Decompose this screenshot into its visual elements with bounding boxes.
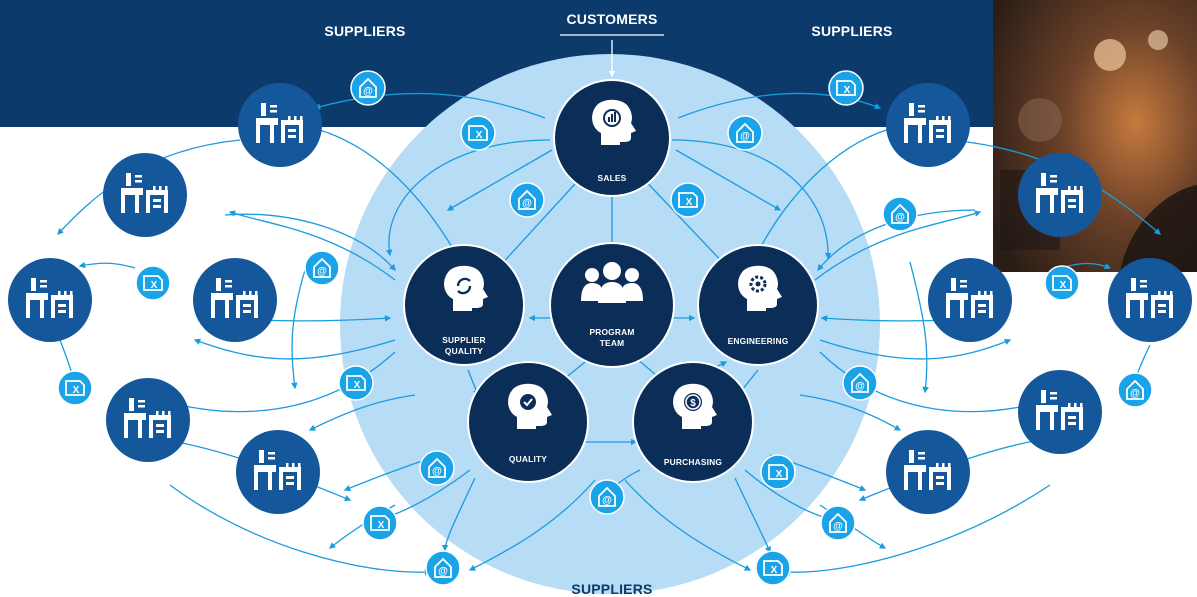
head-chart-icon [592, 99, 636, 145]
quality-label: QUALITY [509, 454, 547, 464]
factory-icon [103, 153, 187, 237]
email-envelope-icon [842, 365, 878, 401]
program-team-node: PROGRAM TEAM [549, 242, 675, 368]
email-envelope-icon [820, 505, 856, 541]
head-dollar-icon: $ [673, 383, 717, 429]
sales-node: SALES [553, 79, 671, 197]
spreadsheet-file-icon [57, 370, 93, 406]
quality-node: QUALITY [467, 361, 589, 483]
email-envelope-icon [350, 70, 386, 106]
factory-icon [886, 430, 970, 514]
factory-icon [106, 378, 190, 462]
email-envelope-icon [882, 196, 918, 232]
svg-text:$: $ [690, 398, 696, 409]
email-envelope-icon [419, 450, 455, 486]
factory-icon [1108, 258, 1192, 342]
purchasing-node: $ PURCHASING [632, 361, 754, 483]
program-team-label-line2: TEAM [600, 338, 625, 348]
spreadsheet-file-icon [760, 454, 796, 490]
suppliers-label-top-right: SUPPLIERS [811, 23, 892, 39]
factory-icon [886, 83, 970, 167]
email-envelope-icon [304, 250, 340, 286]
spreadsheet-file-icon [362, 505, 398, 541]
spreadsheet-file-icon [460, 115, 496, 151]
program-team-label-line1: PROGRAM [589, 327, 634, 337]
supplier-quality-label-line2: QUALITY [445, 346, 483, 356]
team-icon [581, 262, 643, 303]
suppliers-label-top-left: SUPPLIERS [324, 23, 405, 39]
email-envelope-icon [425, 550, 461, 586]
connector-arrows [57, 92, 1161, 576]
head-check-icon [508, 383, 552, 429]
engineering-label: ENGINEERING [728, 336, 789, 346]
factory-icon [1018, 153, 1102, 237]
sales-label: SALES [598, 173, 627, 183]
email-envelope-icon [1117, 372, 1153, 408]
factory-icon [8, 258, 92, 342]
factory-icon [238, 83, 322, 167]
spreadsheet-file-icon [1044, 265, 1080, 301]
head-refresh-icon [444, 265, 488, 311]
factory-icon [1018, 370, 1102, 454]
spreadsheet-file-icon [755, 550, 791, 586]
engineering-node: ENGINEERING [697, 244, 819, 366]
email-envelope-icon [589, 479, 625, 515]
factory-icon [928, 258, 1012, 342]
factory-icon [236, 430, 320, 514]
office-photo [993, 0, 1197, 272]
head-gear-icon [738, 265, 782, 311]
spreadsheet-file-icon [135, 265, 171, 301]
email-envelope-icon [509, 182, 545, 218]
spreadsheet-file-icon [828, 70, 864, 106]
supplier-quality-node: SUPPLIER QUALITY [403, 244, 525, 366]
spreadsheet-file-icon [670, 182, 706, 218]
customers-arrow [560, 34, 664, 78]
factory-icon [193, 258, 277, 342]
supplier-quality-label-line1: SUPPLIER [442, 335, 485, 345]
customers-label: CUSTOMERS [567, 11, 658, 27]
suppliers-label-bottom: SUPPLIERS [571, 581, 652, 597]
spreadsheet-file-icon [338, 365, 374, 401]
email-envelope-icon [727, 115, 763, 151]
purchasing-label: PURCHASING [664, 457, 722, 467]
